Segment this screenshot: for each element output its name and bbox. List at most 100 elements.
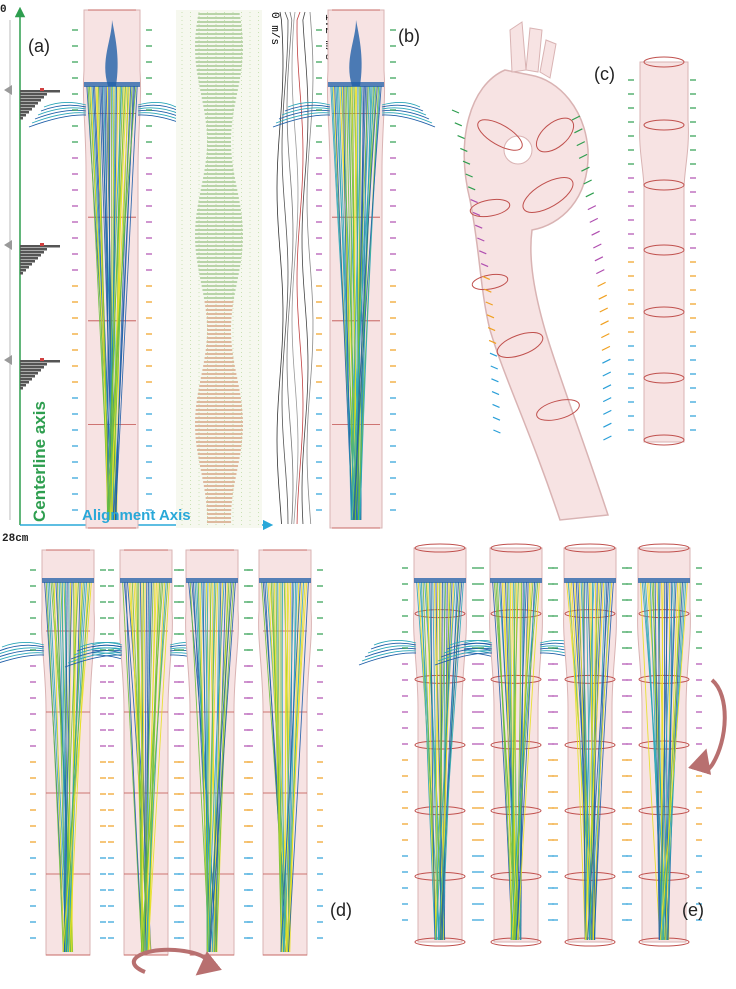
histogram-bar xyxy=(20,363,47,366)
histogram-bar xyxy=(20,378,32,381)
profile-line xyxy=(277,12,283,524)
aorta-tick xyxy=(602,346,610,350)
aorta-tick xyxy=(455,123,462,126)
histogram-mean xyxy=(40,243,44,246)
rotated-vessel xyxy=(247,550,323,955)
aorta-tick xyxy=(603,410,611,414)
aorta-tick xyxy=(491,366,498,369)
alignment-axis-label: Alignment Axis xyxy=(82,507,191,524)
histogram-bar xyxy=(20,387,23,390)
branch-streamline xyxy=(44,102,86,107)
origin-label: 0 xyxy=(0,4,7,16)
aorta-tick xyxy=(592,231,600,235)
branch-streamline xyxy=(288,102,330,107)
inflow-band xyxy=(490,578,542,583)
histogram-bar xyxy=(20,375,35,378)
rotated-vessel xyxy=(174,550,250,955)
inflow-band xyxy=(259,578,311,583)
vessel-straightened-c xyxy=(628,57,696,445)
rotate-vertical-arrow-icon xyxy=(702,680,725,770)
histogram-marker xyxy=(4,85,12,95)
velocity-histograms xyxy=(4,85,60,390)
histogram-bar xyxy=(20,108,32,111)
aorta-tick xyxy=(603,436,611,440)
rotated-vessel xyxy=(626,544,702,946)
aorta-tick xyxy=(602,359,610,363)
aorta-tick xyxy=(596,270,604,274)
aorta-tick xyxy=(458,136,465,139)
branch-streamline xyxy=(2,642,44,647)
histogram-bar xyxy=(20,269,26,272)
aorta-tick xyxy=(493,404,500,407)
panel-d: (d) xyxy=(0,550,352,972)
histogram-bar xyxy=(20,266,29,269)
aorta-tick xyxy=(603,423,611,427)
aorta-tick xyxy=(603,398,611,402)
histogram-bar xyxy=(20,111,29,114)
aorta-tick xyxy=(493,430,500,433)
inflow-band xyxy=(42,578,94,583)
vessel-outline xyxy=(640,62,689,442)
aorta-tick xyxy=(590,218,598,222)
histogram-bar xyxy=(20,93,47,96)
histogram-bar xyxy=(20,372,38,375)
histogram-bar xyxy=(20,114,26,117)
rotated-vessel xyxy=(552,544,628,946)
aorta-tick xyxy=(588,206,596,210)
branch-streamline xyxy=(0,655,44,667)
aorta-tick xyxy=(603,372,611,376)
vessel-straightened-a xyxy=(29,10,191,528)
aorta-tick xyxy=(492,392,499,395)
velocity-profile-lines xyxy=(277,12,313,524)
histogram-bar xyxy=(20,248,47,251)
histogram-bar xyxy=(20,272,23,275)
panel-e: (e) xyxy=(359,544,725,946)
inflow-band xyxy=(638,578,690,583)
branch-streamline xyxy=(374,640,416,645)
profile-line xyxy=(307,12,313,524)
histogram-marker xyxy=(4,355,12,365)
aorta-tick xyxy=(601,334,609,338)
histogram-bar xyxy=(20,105,35,108)
inflow-band xyxy=(564,578,616,583)
panel-label-c: (c) xyxy=(594,64,615,84)
histogram-bar xyxy=(20,257,38,260)
panel-a: 0 m/s 1.2 m/s (a) 0 Centerline axis Alig… xyxy=(0,4,334,545)
panel-label-e: (e) xyxy=(682,900,704,920)
histogram-bar xyxy=(20,260,35,263)
panel-label-b: (b) xyxy=(398,26,420,46)
histogram-bar xyxy=(20,117,23,120)
aorta-tick xyxy=(491,379,498,382)
aorta-tick xyxy=(593,244,601,248)
length-label: 28cm xyxy=(2,533,29,545)
aorta-tick xyxy=(586,193,594,197)
rotate-horizontal-arrow-icon xyxy=(134,950,208,972)
rotated-vessels-d xyxy=(0,550,323,955)
inflow-band xyxy=(120,578,172,583)
histogram-bar xyxy=(20,384,26,387)
aorta-tick xyxy=(601,321,609,325)
aorta-tick xyxy=(595,257,603,261)
histogram-bar xyxy=(20,96,44,99)
aorta-tick xyxy=(490,353,497,356)
centerline-axis-label: Centerline axis xyxy=(30,401,49,522)
histogram-bar xyxy=(20,251,44,254)
histogram-marker xyxy=(4,240,12,250)
aorta-tick xyxy=(600,308,608,312)
panel-label-d: (d) xyxy=(330,900,352,920)
histogram-bar xyxy=(20,263,32,266)
histogram-mean xyxy=(40,88,44,91)
aorta-tick xyxy=(493,417,500,420)
aorta-curved-model xyxy=(464,22,608,520)
histogram-bar xyxy=(20,366,44,369)
histogram-bar xyxy=(20,99,41,102)
rotated-vessels-e xyxy=(359,544,702,946)
histogram-bar xyxy=(20,369,41,372)
aorta-tick xyxy=(452,110,459,113)
histogram-mean xyxy=(40,358,44,361)
inflow-band xyxy=(186,578,238,583)
inflow-band xyxy=(414,578,466,583)
histogram-bar xyxy=(20,102,38,105)
